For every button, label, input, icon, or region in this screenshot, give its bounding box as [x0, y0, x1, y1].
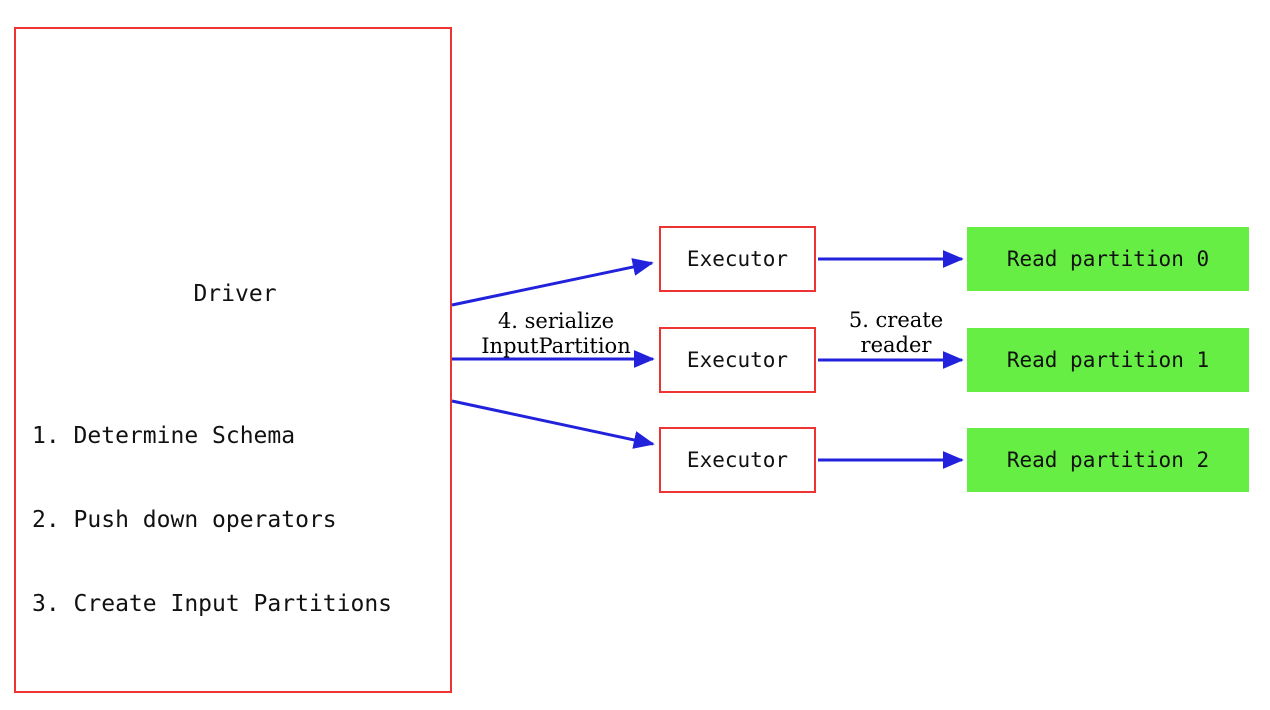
driver-box: Driver 1. Determine Schema 2. Push down … [14, 27, 452, 693]
driver-step-1: 1. Determine Schema [32, 423, 296, 449]
arrow-driver-to-executor-0 [451, 258, 654, 307]
executor-box-1: Executor [659, 327, 816, 393]
driver-step-3: 3. Create Input Partitions [32, 591, 393, 617]
partition-box-1: Read partition 1 [967, 328, 1249, 392]
partition-box-0: Read partition 0 [967, 227, 1249, 291]
partition-box-2: Read partition 2 [967, 428, 1249, 492]
edge-label-create-reader: 5. create reader [848, 308, 944, 357]
driver-title: Driver [193, 281, 277, 307]
driver-steps: 1. Determine Schema 2. Push down operato… [32, 366, 452, 674]
edge-label-serialize: 4. serialize InputPartition [481, 309, 631, 358]
executor-box-2: Executor [659, 427, 816, 493]
arrow-driver-to-executor-2 [451, 399, 655, 449]
driver-step-2: 2. Push down operators [32, 507, 337, 533]
executor-box-0: Executor [659, 226, 816, 292]
